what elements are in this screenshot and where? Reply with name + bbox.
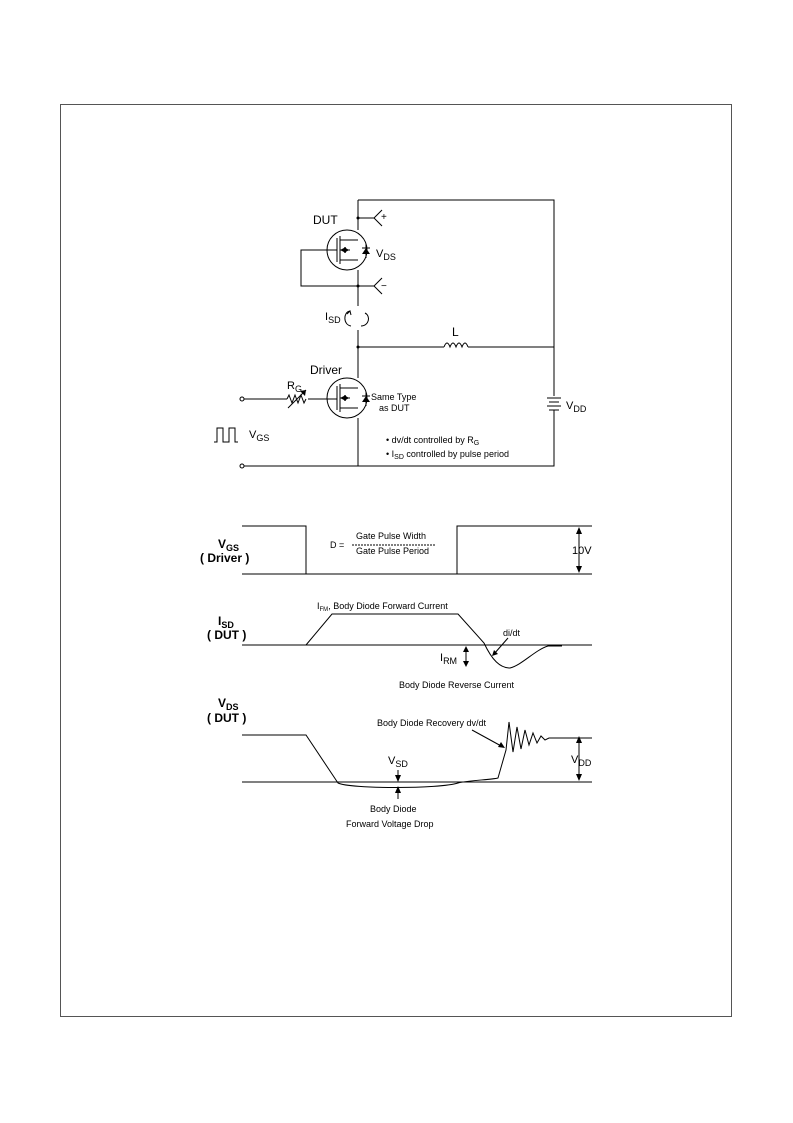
inductor-label: L — [452, 325, 459, 339]
ground-terminal — [239, 463, 245, 469]
vds-probe-minus-icon — [358, 277, 383, 295]
recovery-label: Body Diode Recovery dv/dt — [377, 718, 487, 728]
junction-dot — [356, 345, 360, 349]
isd-label: ISD — [325, 311, 341, 325]
duty-equation: D = — [330, 540, 344, 550]
pulse-train-icon — [214, 427, 238, 443]
dut-gate-short-wire — [300, 249, 358, 287]
reverse-current-label: Body Diode Reverse Current — [399, 680, 515, 690]
recovery-pointer — [471, 729, 504, 748]
svg-text:Gate Pulse Width: Gate Pulse Width — [356, 531, 426, 541]
inductor-coil — [443, 342, 469, 349]
ifm-label: IFM, Body Diode Forward Current — [317, 601, 448, 613]
irm-label: IRM — [440, 652, 457, 666]
note-isd: • ISD controlled by pulse period — [386, 449, 509, 461]
didt-label: di/dt — [503, 628, 521, 638]
svg-text:Forward Voltage Drop: Forward Voltage Drop — [346, 819, 434, 829]
driver-label: Driver — [310, 363, 342, 377]
svg-text:( DUT ): ( DUT ) — [207, 628, 246, 642]
didt-pointer — [493, 637, 509, 655]
vdd-label: VDD — [566, 400, 587, 414]
top-right-wire — [358, 199, 555, 396]
ten-v-label: 10V — [572, 545, 592, 557]
dut-label: DUT — [313, 213, 338, 227]
vgs-label: VGS — [249, 429, 269, 443]
vdd-battery-icon — [547, 397, 561, 411]
same-type-label: Same Type — [371, 392, 416, 402]
page-frame — [60, 104, 732, 1017]
isd-axis-label: ISD — [218, 614, 234, 630]
svg-text:( Driver ): ( Driver ) — [200, 551, 249, 565]
vds-axis-label: VDS — [218, 696, 239, 712]
waveforms: VGS ( Driver ) D = Gate Pulse Width Gate… — [200, 525, 592, 829]
circuit-diagram: DUT + − VDS ISD L Driver RG Same Type as… — [214, 199, 587, 469]
bottom-wire — [240, 410, 555, 467]
vds-label: VDS — [376, 248, 396, 262]
vdd-wave-label: VDD — [571, 754, 592, 768]
isd-waveform — [305, 613, 562, 669]
svg-text:+: + — [381, 212, 387, 223]
rg-label: RG — [287, 380, 302, 394]
vds-waveform — [242, 721, 592, 788]
svg-text:Gate Pulse Period: Gate Pulse Period — [356, 546, 429, 556]
gate-terminal — [239, 396, 245, 402]
vsd-label: VSD — [388, 755, 408, 769]
current-probe-icon — [344, 310, 369, 327]
svg-text:as DUT: as DUT — [379, 403, 410, 413]
forward-drop-label: Body Diode — [370, 804, 417, 814]
svg-text:( DUT ): ( DUT ) — [207, 711, 246, 725]
svg-text:−: − — [381, 281, 387, 292]
note-dvdt: • dv/dt controlled by RG — [386, 435, 479, 447]
vds-probe-plus-icon — [358, 209, 383, 227]
vgs-axis-label: VGS — [218, 537, 239, 553]
